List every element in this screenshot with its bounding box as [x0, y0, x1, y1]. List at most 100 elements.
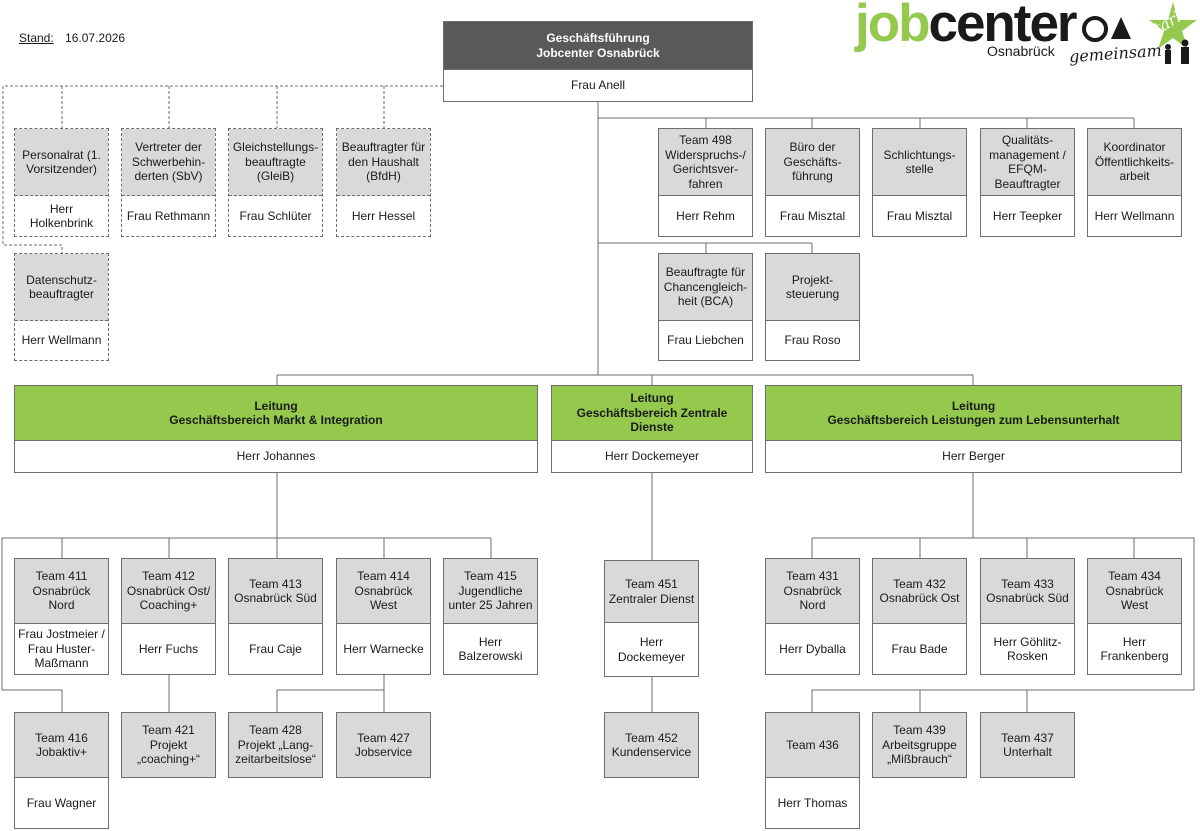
- unit-title: Koordinator Öffentlichkeits- arbeit: [1088, 129, 1181, 196]
- unit-t412: Team 412 Osnabrück Ost/ Coaching+Herr Fu…: [121, 558, 216, 675]
- unit-person: Herr Frankenberg: [1100, 634, 1169, 664]
- unit-title: Team 437 Unterhalt: [981, 713, 1074, 777]
- unit-title: Team 433 Osnabrück Süd: [981, 559, 1074, 624]
- unit-t437: Team 437 Unterhalt: [980, 712, 1075, 778]
- unit-person: Herr Hessel: [351, 208, 416, 223]
- unit-person: Herr Holkenbrink: [29, 201, 94, 231]
- unit-bca: Beauftragte für Chancengleich- heit (BCA…: [658, 253, 753, 361]
- unit-title: Team 414 Osnabrück West: [337, 559, 430, 624]
- unit-person: Herr Fuchs: [138, 641, 199, 656]
- unit-t427: Team 427 Jobservice: [336, 712, 431, 778]
- connector-line: [276, 675, 385, 712]
- unit-person: Frau Liebchen: [667, 333, 744, 348]
- unit-person: Frau Anell: [570, 78, 626, 93]
- unit-t416: Team 416 Jobaktiv+ Frau Wagner: [14, 712, 109, 829]
- stand-date: Stand: 16.07.2026: [19, 31, 125, 45]
- unit-person: Herr Warnecke: [343, 641, 424, 656]
- unit-title: Schlichtungs- stelle: [873, 129, 966, 196]
- unit-person: Frau Bade: [891, 641, 948, 656]
- unit-title: Projekt- steuerung: [766, 254, 859, 321]
- unit-title: Personalrat (1. Vorsitzender): [15, 129, 108, 196]
- unit-title: Team 431 Osnabrück Nord: [766, 559, 859, 624]
- unit-person: Frau Roso: [784, 333, 841, 348]
- unit-gb_zentral: Leitung Geschäftsbereich Zentrale Dienst…: [551, 385, 753, 473]
- stand-label: Stand:: [19, 31, 54, 45]
- unit-t452: Team 452 Kundenservice: [604, 712, 699, 778]
- unit-person: Herr Dockemeyer: [617, 635, 686, 664]
- unit-title: Leitung Geschäftsbereich Markt & Integra…: [15, 386, 537, 441]
- unit-t439: Team 439 Arbeitsgruppe „Mißbrauch“: [872, 712, 967, 778]
- unit-title: Beauftragter für den Haushalt (BfdH): [337, 129, 430, 196]
- unit-title: Geschäftsführung Jobcenter Osnabrück: [444, 22, 752, 70]
- unit-title: Team 498 Widerspruchs-/ Gerichtsver- fah…: [659, 129, 752, 196]
- logo-center-text: center: [928, 0, 1077, 53]
- unit-person: Frau Wagner: [26, 795, 97, 810]
- unit-bfdh: Beauftragter für den Haushalt (BfdH) Herr…: [336, 128, 431, 237]
- unit-qm: Qualitäts- management / EFQM- Beauftragt…: [980, 128, 1075, 237]
- unit-title: Vertreter der Schwerbehin- derten (SbV): [122, 129, 215, 196]
- unit-gleib: Gleichstellungs- beauftragte (GleiB) Frau…: [228, 128, 323, 237]
- unit-person: Herr Balzerowski: [458, 634, 523, 664]
- unit-title: Qualitäts- management / EFQM- Beauftragt…: [981, 129, 1074, 196]
- unit-person: Herr Johannes: [236, 449, 316, 464]
- unit-title: Team 427 Jobservice: [337, 713, 430, 777]
- connector-line: [2, 85, 443, 253]
- unit-title: Leitung Geschäftsbereich Leistungen zum …: [766, 386, 1181, 441]
- unit-title: Team 411 Osnabrück Nord: [15, 559, 108, 624]
- unit-title: Team 428 Projekt „Lang- zeitarbeitslose“: [229, 713, 322, 777]
- unit-t428: Team 428 Projekt „Lang- zeitarbeitslose“: [228, 712, 323, 778]
- unit-title: Beauftragte für Chancengleich- heit (BCA…: [659, 254, 752, 321]
- unit-person: Herr Rehm: [676, 208, 735, 223]
- connector-line: [811, 537, 1195, 712]
- stand-value: 16.07.2026: [65, 31, 126, 45]
- unit-personalrat: Personalrat (1. Vorsitzender) Herr Holken…: [14, 128, 109, 237]
- unit-title: Datenschutz- beauftragter: [15, 254, 108, 321]
- unit-title: Team 436: [766, 713, 859, 778]
- unit-title: Team 452 Kundenservice: [605, 713, 698, 777]
- unit-person: Herr Dockemeyer: [604, 449, 700, 464]
- connector-line: [1, 537, 63, 712]
- unit-title: Team 413 Osnabrück Süd: [229, 559, 322, 624]
- unit-person: Frau Caje: [249, 641, 302, 656]
- unit-title: Team 416 Jobaktiv+: [15, 713, 108, 778]
- unit-title: Team 439 Arbeitsgruppe „Mißbrauch“: [873, 713, 966, 777]
- unit-title: Leitung Geschäftsbereich Zentrale Dienst…: [552, 386, 752, 441]
- unit-title: Büro der Geschäfts- führung: [766, 129, 859, 196]
- unit-person: Herr Göhlitz- Rosken: [993, 634, 1062, 664]
- unit-person: Frau Misztal: [886, 208, 953, 223]
- unit-person: Herr Wellmann: [21, 333, 102, 348]
- unit-person: Herr Teepker: [992, 208, 1063, 223]
- unit-title: Gleichstellungs- beauftragte (GleiB): [229, 129, 322, 196]
- unit-person: Herr Wellmann: [1094, 208, 1175, 223]
- unit-person: Herr Berger: [942, 449, 1005, 464]
- unit-title: Team 421 Projekt „coaching+“: [122, 713, 215, 777]
- logo-graphic-icon: [1082, 2, 1197, 64]
- unit-title: Team 432 Osnabrück Ost: [873, 559, 966, 624]
- unit-title: Team 434 Osnabrück West: [1088, 559, 1181, 624]
- unit-person: Herr Dyballa: [779, 641, 846, 656]
- unit-person: Frau Jostmeier / Frau Huster- Maßmann: [18, 627, 105, 671]
- logo-job-text: job: [855, 0, 930, 53]
- unit-title: Team 451 Zentraler Dienst: [605, 561, 698, 623]
- unit-person: Frau Schlüter: [239, 208, 312, 223]
- jobcenter-logo: jobcenter Osnabrück gemeinsam stark: [855, 0, 1200, 70]
- unit-sbv: Vertreter der Schwerbehin- derten (SbV)F…: [121, 128, 216, 237]
- unit-gb_leist: Leitung Geschäftsbereich Leistungen zum …: [765, 385, 1182, 473]
